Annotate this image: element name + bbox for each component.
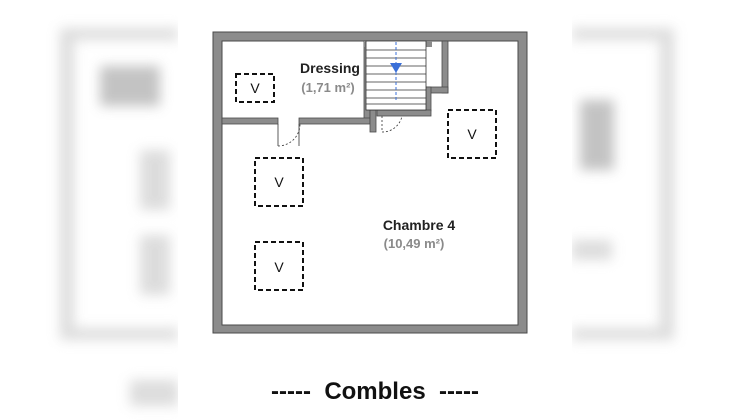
void-marker-dressing: V — [235, 73, 275, 103]
stairwell — [364, 40, 449, 133]
floor-plan: V V V V Dressing (1,71 m²) Chambre 4 (10… — [212, 31, 528, 334]
void-label: V — [274, 174, 284, 190]
void-marker-right: V — [447, 109, 497, 159]
void-label: V — [467, 126, 477, 142]
room-name-chambre-4: Chambre 4 — [383, 217, 456, 233]
stair-door — [381, 115, 403, 133]
void-marker-upper-left: V — [254, 157, 304, 207]
void-marker-lower-left: V — [254, 241, 304, 291]
room-name-dressing: Dressing — [300, 60, 360, 76]
room-area-dressing: (1,71 m²) — [301, 80, 354, 95]
floor-label: ----- Combles ----- — [271, 378, 479, 405]
void-label: V — [274, 259, 284, 275]
blurred-neighbor-plan-left — [0, 0, 178, 420]
blurred-neighbor-plan-right — [572, 0, 750, 420]
floor-plan-panel: V V V V Dressing (1,71 m²) Chambre 4 (10… — [178, 0, 572, 420]
room-area-chambre-4: (10,49 m²) — [384, 236, 445, 251]
void-label: V — [250, 80, 260, 96]
stair-direction-arrow — [390, 63, 402, 73]
dressing-door — [277, 123, 301, 147]
